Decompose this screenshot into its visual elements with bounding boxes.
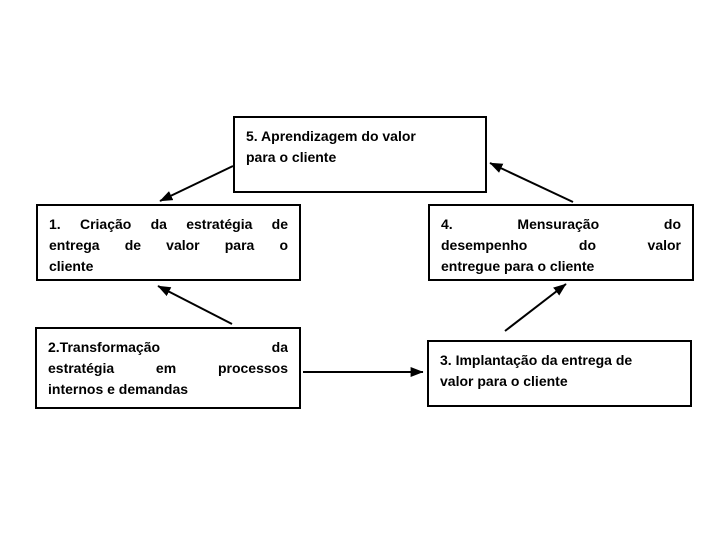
arrow-5-to-1 (159, 165, 234, 202)
box-text-line: cliente (49, 258, 94, 274)
box-2-transformacao-da-estrategia: 2.Transformação da estratégia em processo… (35, 327, 301, 409)
arrow-3-to-4 (504, 283, 567, 332)
box-text-line: 1. Criação da estratégia de (49, 216, 288, 232)
box-text-line: internos e demandas (48, 381, 189, 397)
box-text-line: valor para o cliente (440, 373, 568, 389)
box-text-line: entregue para o cliente (441, 258, 595, 274)
box-text-line: 2.Transformação da (48, 339, 288, 355)
box-text-line: 4. Mensuração do (441, 216, 681, 232)
box-text-line: desempenho do valor (441, 237, 681, 253)
box-4-mensuracao-do-desempenho: 4. Mensuração do desempenho do valor entre… (428, 204, 694, 281)
box-text-line: para o cliente (246, 149, 337, 165)
box-1-criacao-da-estrategia: 1. Criação da estratégia de entrega de va… (36, 204, 301, 281)
arrow-2-to-1 (157, 285, 233, 325)
box-3-implantacao-da-entrega: 3. Implantação da entrega de valor para o… (427, 340, 692, 407)
box-text-line: entrega de valor para o (49, 237, 288, 253)
box-text-line: 3. Implantação da entrega de (440, 352, 633, 368)
box-text-line: 5. Aprendizagem do valor (246, 128, 416, 144)
box-text-line: estratégia em processos (48, 360, 288, 376)
box-5-aprendizagem-do-valor: 5. Aprendizagem do valor para o cliente (233, 116, 487, 193)
arrow-4-to-5 (489, 162, 574, 203)
